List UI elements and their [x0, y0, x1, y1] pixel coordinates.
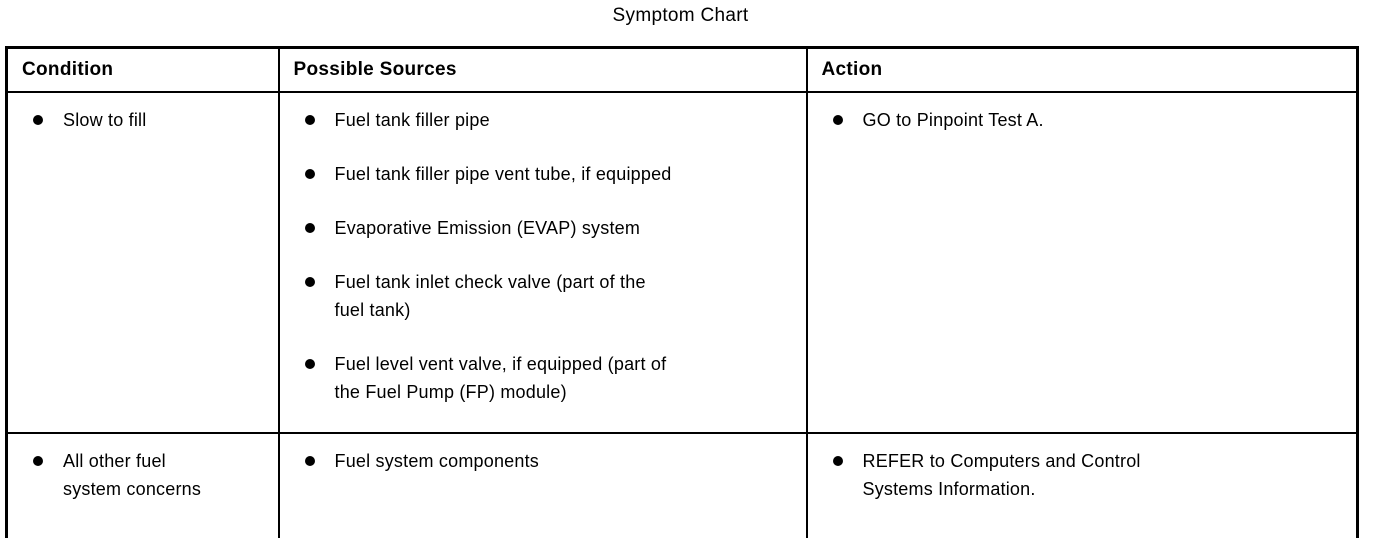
- source-text: Fuel system components: [334, 451, 539, 471]
- cell-condition: All other fuel system concerns: [5, 432, 280, 538]
- list-item: Fuel system components: [304, 447, 796, 475]
- bullet-icon: [832, 115, 843, 125]
- condition-text: Slow to fill: [63, 110, 147, 130]
- cell-condition: Slow to fill: [5, 91, 280, 434]
- action-list: REFER to Computers and Control Systems I…: [832, 447, 1347, 503]
- bullet-icon: [304, 456, 315, 466]
- list-item: Fuel tank filler pipe vent tube, if equi…: [304, 160, 796, 188]
- source-text: Fuel level vent valve, if equipped (part…: [334, 354, 667, 402]
- cell-possible-sources: Fuel system components: [277, 432, 808, 538]
- list-item: Evaporative Emission (EVAP) system: [304, 214, 796, 242]
- header-condition: Condition: [5, 46, 280, 93]
- list-item: Fuel level vent valve, if equipped (part…: [304, 350, 796, 406]
- cell-possible-sources: Fuel tank filler pipe Fuel tank filler p…: [277, 91, 808, 434]
- bullet-icon: [304, 115, 315, 125]
- condition-list: Slow to fill: [33, 106, 268, 134]
- source-text: Fuel tank inlet check valve (part of the…: [334, 272, 646, 320]
- bullet-icon: [304, 169, 315, 179]
- source-text: Fuel tank filler pipe vent tube, if equi…: [334, 164, 672, 184]
- list-item: GO to Pinpoint Test A.: [832, 106, 1347, 134]
- cell-action: REFER to Computers and Control Systems I…: [805, 432, 1359, 538]
- bullet-icon: [832, 456, 843, 466]
- table-row-slow-to-fill: Slow to fill Fuel tank filler pipe Fuel …: [5, 91, 1359, 434]
- table-row-all-other-concerns: All other fuel system concerns Fuel syst…: [5, 432, 1359, 538]
- header-possible-sources: Possible Sources: [277, 46, 808, 93]
- bullet-icon: [304, 359, 315, 369]
- sources-list: Fuel system components: [304, 447, 796, 475]
- list-item: Fuel tank inlet check valve (part of the…: [304, 268, 796, 324]
- source-text: Fuel tank filler pipe: [334, 110, 490, 130]
- source-text: Evaporative Emission (EVAP) system: [334, 218, 641, 238]
- bullet-icon: [304, 277, 315, 287]
- condition-list: All other fuel system concerns: [33, 447, 268, 503]
- bullet-icon: [33, 115, 43, 125]
- list-item: REFER to Computers and Control Systems I…: [832, 447, 1347, 503]
- list-item: Fuel tank filler pipe: [304, 106, 796, 134]
- symptom-chart-table: Condition Possible Sources Action Slow t…: [5, 46, 1359, 538]
- page-title: Symptom Chart: [612, 5, 749, 26]
- header-action: Action: [805, 46, 1359, 93]
- action-text: GO to Pinpoint Test A.: [862, 110, 1044, 130]
- list-item: All other fuel system concerns: [33, 447, 268, 503]
- condition-text: All other fuel system concerns: [63, 451, 202, 499]
- header-row: Condition Possible Sources Action: [5, 46, 1359, 93]
- bullet-icon: [304, 223, 315, 233]
- list-item: Slow to fill: [33, 106, 268, 134]
- action-list: GO to Pinpoint Test A.: [832, 106, 1347, 134]
- sources-list: Fuel tank filler pipe Fuel tank filler p…: [304, 106, 796, 406]
- bullet-icon: [33, 456, 43, 466]
- action-text: REFER to Computers and Control Systems I…: [862, 451, 1141, 499]
- cell-action: GO to Pinpoint Test A.: [805, 91, 1359, 434]
